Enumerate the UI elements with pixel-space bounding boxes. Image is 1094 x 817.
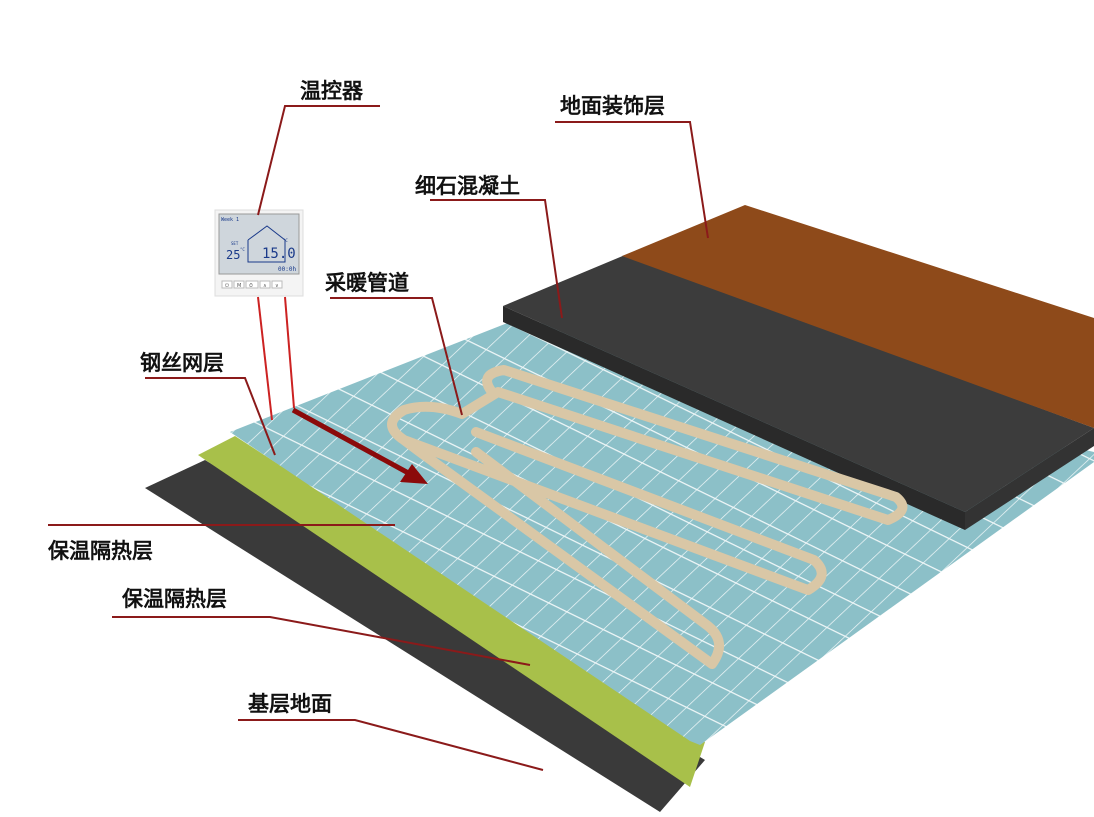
thermostat-set-label: SET — [231, 241, 239, 246]
thermostat: Week 1 SET 25 °C 15.0 °C 00:0h ⏻ M ⏱ ∧ ∨ — [214, 209, 304, 297]
base-floor-layer — [145, 460, 705, 812]
label-heating-pipe: 采暖管道 — [325, 271, 409, 295]
power-button[interactable]: ⏻ — [225, 283, 229, 289]
label-floor-finish: 地面装饰层 — [560, 94, 665, 118]
thermostat-current-temp: 15.0 — [262, 246, 296, 262]
fine-concrete-front — [503, 306, 965, 530]
floor-finish-layer — [622, 205, 1094, 428]
thermostat-set-temp: 25 — [226, 248, 240, 262]
thermostat-mode: Week 1 — [221, 217, 239, 223]
label-thermostat: 温控器 — [300, 79, 364, 103]
label-base-floor: 基层地面 — [248, 692, 332, 716]
flow-arrow — [291, 407, 428, 484]
fine-concrete-layer — [503, 255, 1094, 512]
timer-button[interactable]: ⏱ — [249, 283, 253, 289]
current-unit: °C — [283, 238, 288, 243]
label-insulation-1: 保温隔热层 — [47, 539, 153, 563]
up-button[interactable]: ∧ — [263, 283, 267, 289]
thermostat-timer: 00:0h — [278, 266, 296, 273]
mode-button[interactable]: M — [237, 283, 241, 289]
label-wire-mesh: 钢丝网层 — [140, 351, 224, 375]
set-unit: °C — [240, 247, 245, 252]
heating-pipe — [387, 365, 908, 669]
label-insulation-2: 保温隔热层 — [121, 587, 227, 611]
label-fine-concrete: 细石混凝土 — [415, 174, 520, 198]
insulation-layer — [198, 436, 705, 787]
down-button[interactable]: ∨ — [275, 283, 279, 289]
